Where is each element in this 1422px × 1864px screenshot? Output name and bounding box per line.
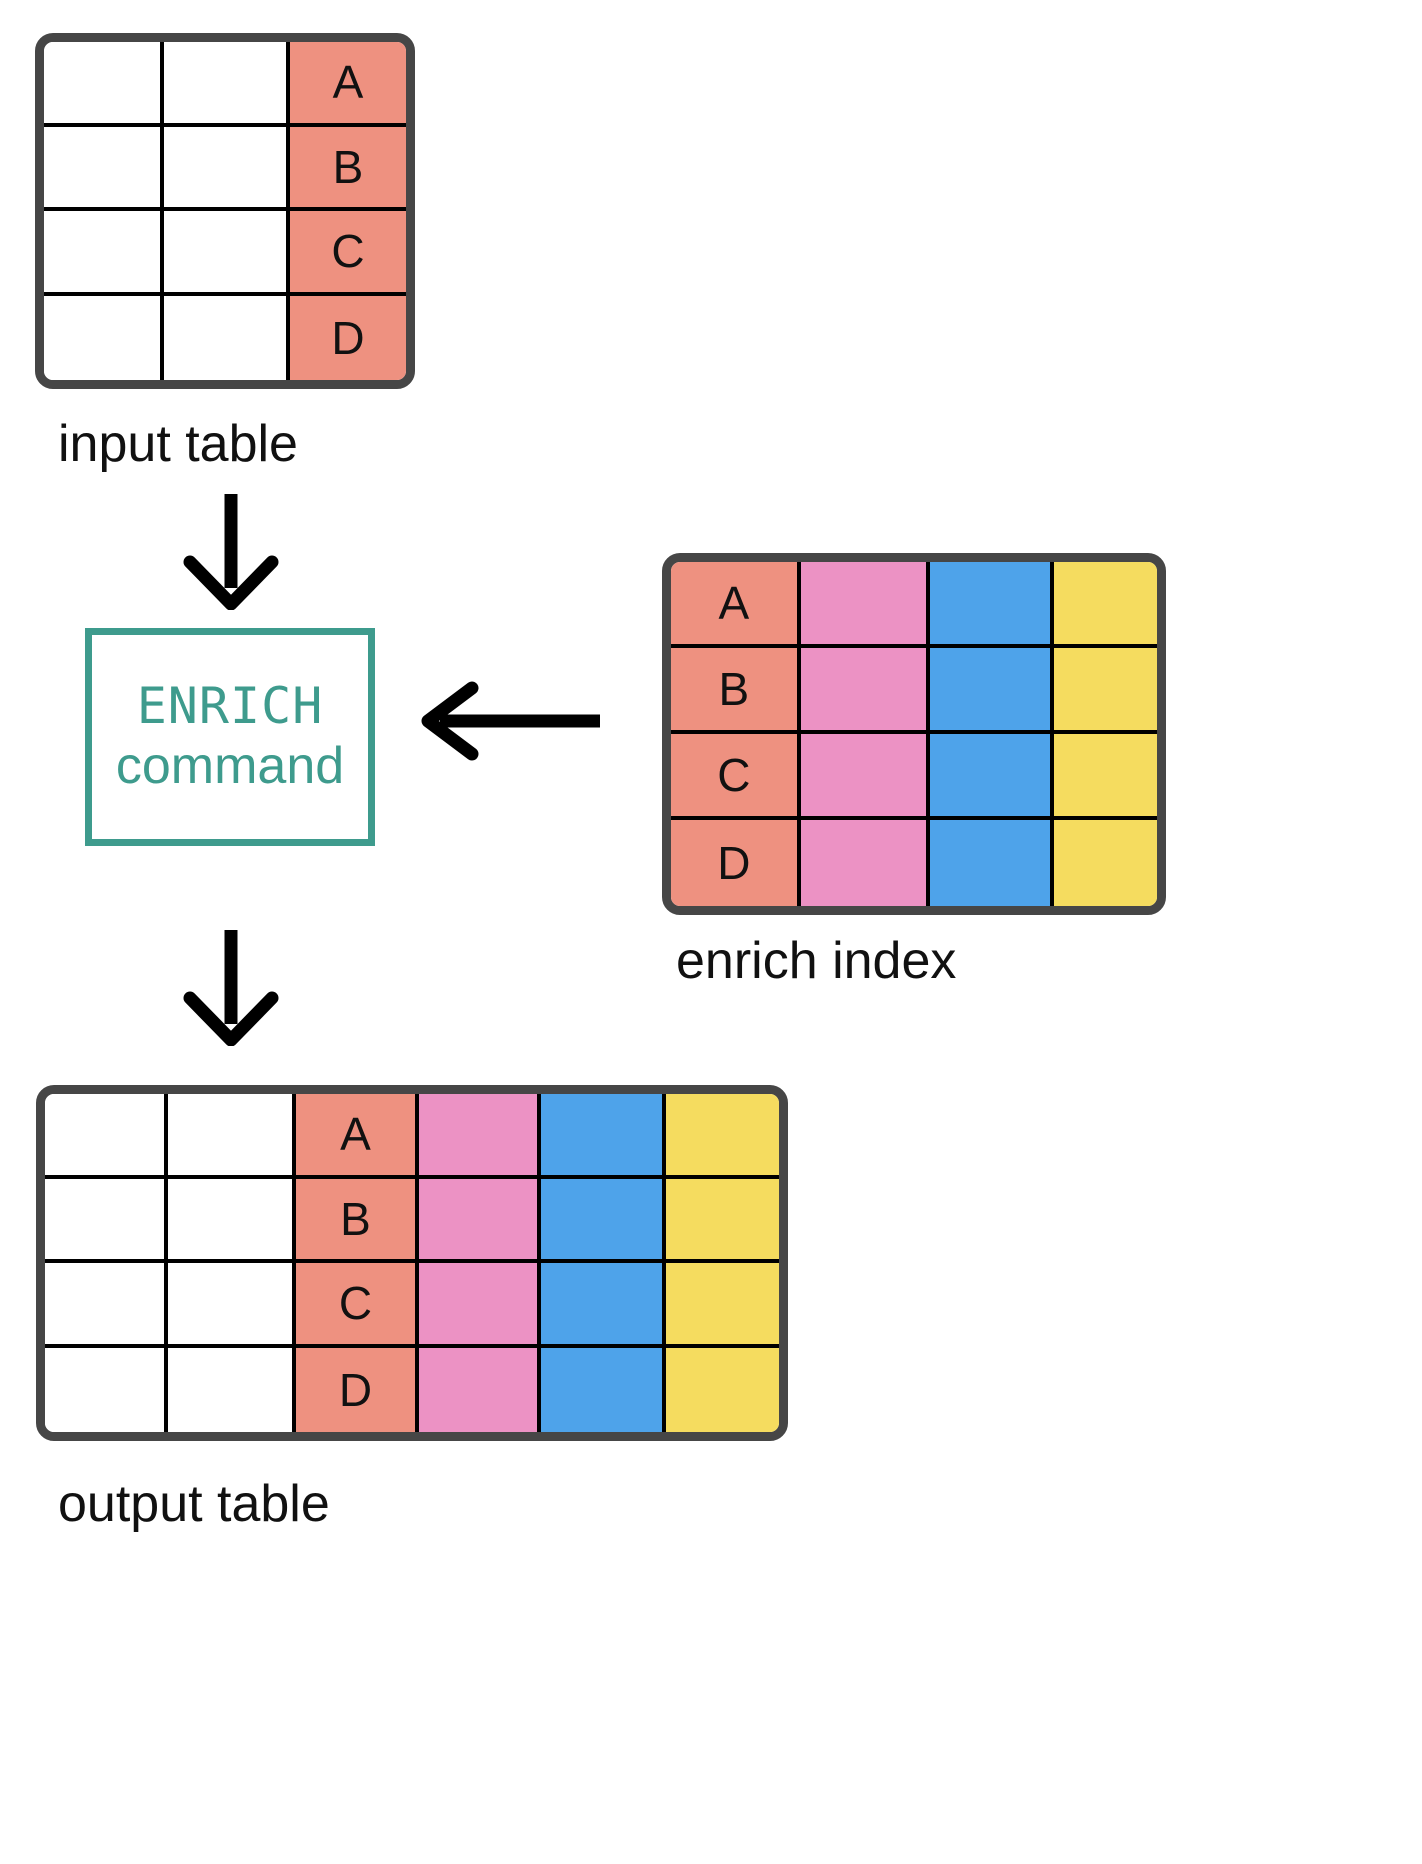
table-cell: [800, 820, 931, 906]
table-cell: [167, 1094, 297, 1179]
table-cell: [164, 126, 290, 211]
table-row: A: [45, 1094, 779, 1179]
arrow-input-to-command: [183, 494, 279, 610]
table-cell-key: B: [296, 1178, 419, 1263]
table-cell: [164, 295, 290, 380]
table-cell-key: C: [289, 211, 406, 296]
table-cell: [541, 1263, 667, 1348]
table-cell: [44, 42, 165, 127]
table-cell-key: B: [289, 126, 406, 211]
table-row: B: [44, 126, 406, 211]
table-row: B: [45, 1178, 779, 1263]
table-cell: [541, 1094, 667, 1179]
table-cell-key: D: [296, 1347, 419, 1432]
table-cell: [164, 42, 290, 127]
table-cell: [666, 1094, 779, 1179]
table-cell: [164, 211, 290, 296]
table-cell-key: D: [671, 820, 801, 906]
table-cell: [1053, 648, 1157, 734]
table-cell: [45, 1094, 168, 1179]
table-row: C: [671, 734, 1157, 820]
table-cell: [541, 1347, 667, 1432]
table-row: D: [45, 1347, 779, 1432]
table-cell: [45, 1263, 168, 1348]
table-cell: [45, 1347, 168, 1432]
table-cell: [930, 562, 1054, 648]
table-cell: [418, 1178, 542, 1263]
table-row: D: [671, 820, 1157, 906]
output-table-caption: output table: [58, 1475, 330, 1533]
enrich-command-box[interactable]: ENRICH command: [85, 628, 375, 846]
table-cell: [666, 1347, 779, 1432]
table-cell: [167, 1263, 297, 1348]
table-cell-key: D: [289, 295, 406, 380]
table-cell: [45, 1178, 168, 1263]
table-row: B: [671, 648, 1157, 734]
table-cell: [930, 820, 1054, 906]
table-cell: [167, 1178, 297, 1263]
table-cell: [1053, 734, 1157, 820]
table-cell-key: A: [289, 42, 406, 127]
table-row: C: [45, 1263, 779, 1348]
table-cell: [44, 295, 165, 380]
input-table-caption: input table: [58, 415, 298, 473]
table-cell: [930, 648, 1054, 734]
enrich-index-caption: enrich index: [676, 932, 957, 990]
table-cell: [418, 1347, 542, 1432]
table-cell: [800, 562, 931, 648]
enrich-command-keyword: ENRICH: [136, 676, 324, 735]
table-cell: [666, 1178, 779, 1263]
table-cell: [930, 734, 1054, 820]
arrow-command-to-output: [183, 930, 279, 1046]
table-cell-key: A: [296, 1094, 419, 1179]
enrich-command-label: command: [115, 736, 345, 795]
table-cell: [44, 126, 165, 211]
table-row: A: [44, 42, 406, 127]
table-cell: [800, 734, 931, 820]
table-cell: [666, 1263, 779, 1348]
table-row: C: [44, 211, 406, 296]
table-cell-key: C: [296, 1263, 419, 1348]
table-cell: [44, 211, 165, 296]
table-cell: [541, 1178, 667, 1263]
table-cell: [800, 648, 931, 734]
table-row: D: [44, 295, 406, 380]
table-cell: [418, 1094, 542, 1179]
arrow-index-to-command: [421, 681, 600, 761]
table-cell: [1053, 562, 1157, 648]
table-row: A: [671, 562, 1157, 648]
table-cell-key: B: [671, 648, 801, 734]
table-cell: [1053, 820, 1157, 906]
table-cell-key: C: [671, 734, 801, 820]
table-cell-key: A: [671, 562, 801, 648]
table-cell: [418, 1263, 542, 1348]
table-cell: [167, 1347, 297, 1432]
